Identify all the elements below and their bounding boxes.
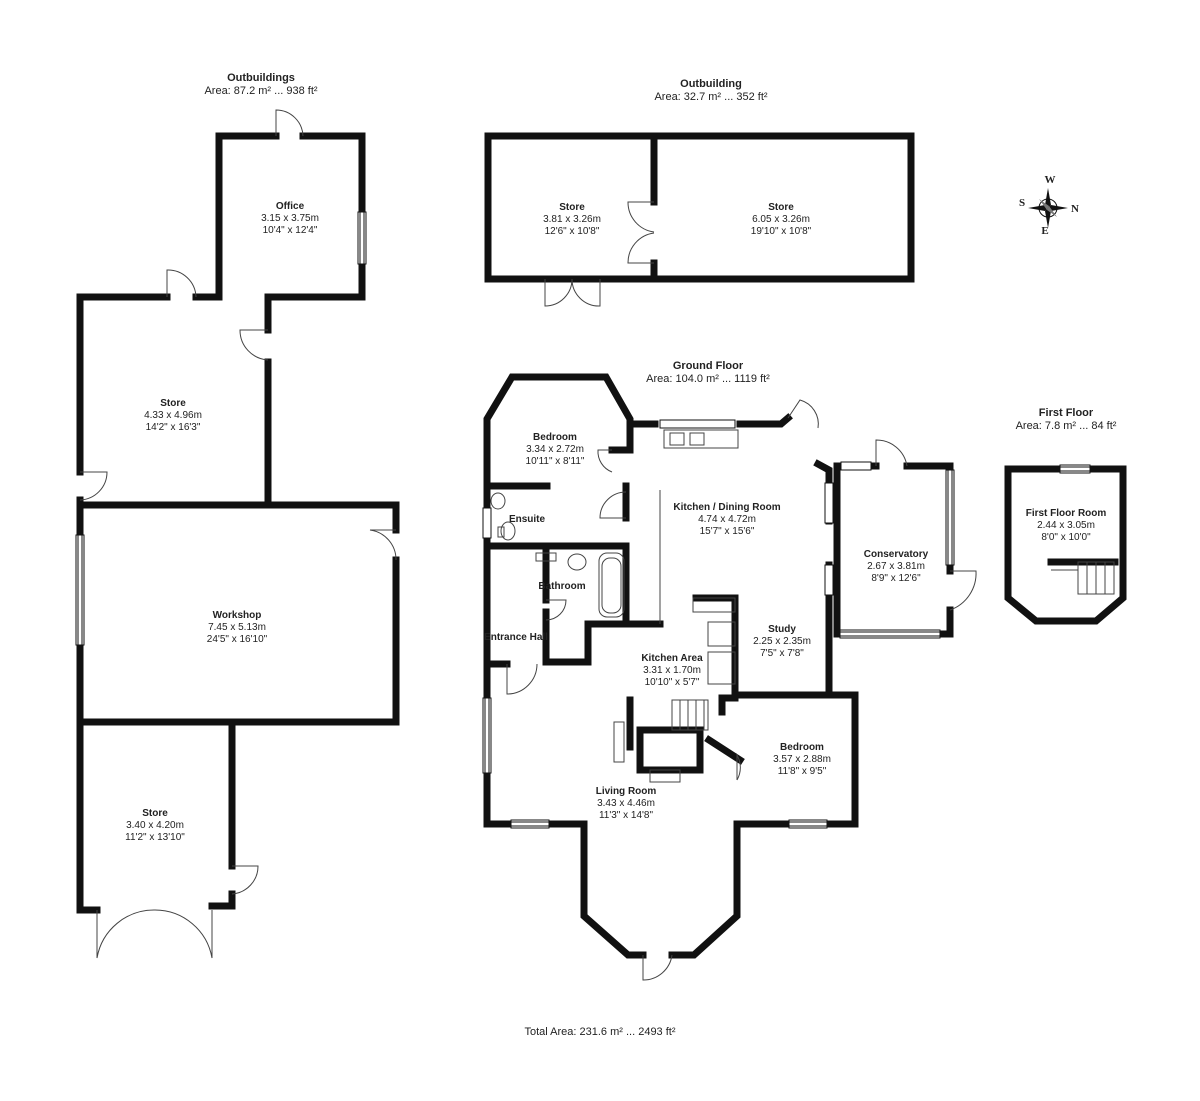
total-area: Total Area: 231.6 m² ... 2493 ft² bbox=[524, 1026, 676, 1038]
ground-floor-title: Ground Floor bbox=[672, 360, 744, 372]
compass-rose-icon bbox=[1028, 188, 1068, 228]
room-entrance-hall: Entrance Hall bbox=[484, 632, 548, 643]
first-floor-area: Area: 7.8 m² ... 84 ft² bbox=[1015, 420, 1117, 432]
room-store-top-small: Store 3.81 x 3.26m 12'6" x 10'8" bbox=[543, 202, 601, 237]
room-ensuite: Ensuite bbox=[508, 514, 546, 525]
room-study: Study 2.25 x 2.35m 7'5" x 7'8" bbox=[753, 624, 811, 659]
outbuilding-header: Outbuilding Area: 32.7 m² ... 352 ft² bbox=[654, 78, 767, 104]
compass-n: N bbox=[1071, 203, 1079, 215]
compass-s: S bbox=[1018, 197, 1026, 209]
room-office: Office 3.15 x 3.75m 10'4" x 12'4" bbox=[261, 201, 319, 236]
room-store-top-large: Store 6.05 x 3.26m 19'10" x 10'8" bbox=[750, 202, 812, 237]
room-bedroom-2: Bedroom 3.57 x 2.88m 11'8" x 9'5" bbox=[773, 742, 831, 777]
room-store-left-bottom: Store 3.40 x 4.20m 11'2" x 13'10" bbox=[125, 808, 185, 843]
ground-floor-header: Ground Floor Area: 104.0 m² ... 1119 ft² bbox=[646, 360, 770, 386]
room-bathroom: Bathroom bbox=[538, 581, 586, 592]
room-living-room: Living Room 3.43 x 4.46m 11'3" x 14'8" bbox=[595, 786, 657, 821]
room-first-floor-room: First Floor Room 2.44 x 3.05m 8'0" x 10'… bbox=[1025, 508, 1107, 543]
room-bedroom-1: Bedroom 3.34 x 2.72m 10'11" x 8'11" bbox=[525, 432, 585, 467]
outbuildings-area: Area: 87.2 m² ... 938 ft² bbox=[204, 85, 318, 97]
room-kitchen-area: Kitchen Area 3.31 x 1.70m 10'10" x 5'7" bbox=[641, 653, 703, 688]
compass-e: E bbox=[1041, 225, 1049, 237]
first-floor-header: First Floor Area: 7.8 m² ... 84 ft² bbox=[1016, 407, 1117, 433]
outbuildings-title: Outbuildings bbox=[227, 72, 295, 84]
compass-w: W bbox=[1044, 174, 1056, 186]
ground-floor-area: Area: 104.0 m² ... 1119 ft² bbox=[646, 373, 770, 385]
room-conservatory: Conservatory 2.67 x 3.81m 8'9" x 12'6" bbox=[863, 549, 929, 584]
outbuilding-title: Outbuilding bbox=[680, 78, 742, 90]
first-floor-walls bbox=[1004, 465, 1127, 625]
workshop-walls bbox=[76, 501, 400, 726]
first-floor-title: First Floor bbox=[1038, 407, 1094, 419]
room-store-left-top: Store 4.33 x 4.96m 14'2" x 16'3" bbox=[144, 398, 202, 433]
room-kitchen-dining: Kitchen / Dining Room 4.74 x 4.72m 15'7"… bbox=[673, 502, 781, 537]
room-workshop: Workshop 7.45 x 5.13m 24'5" x 16'10" bbox=[206, 610, 268, 645]
store-left-bottom-walls bbox=[208, 718, 236, 910]
outbuildings-header: Outbuildings Area: 87.2 m² ... 938 ft² bbox=[204, 72, 317, 98]
outbuilding-area: Area: 32.7 m² ... 352 ft² bbox=[654, 91, 768, 103]
